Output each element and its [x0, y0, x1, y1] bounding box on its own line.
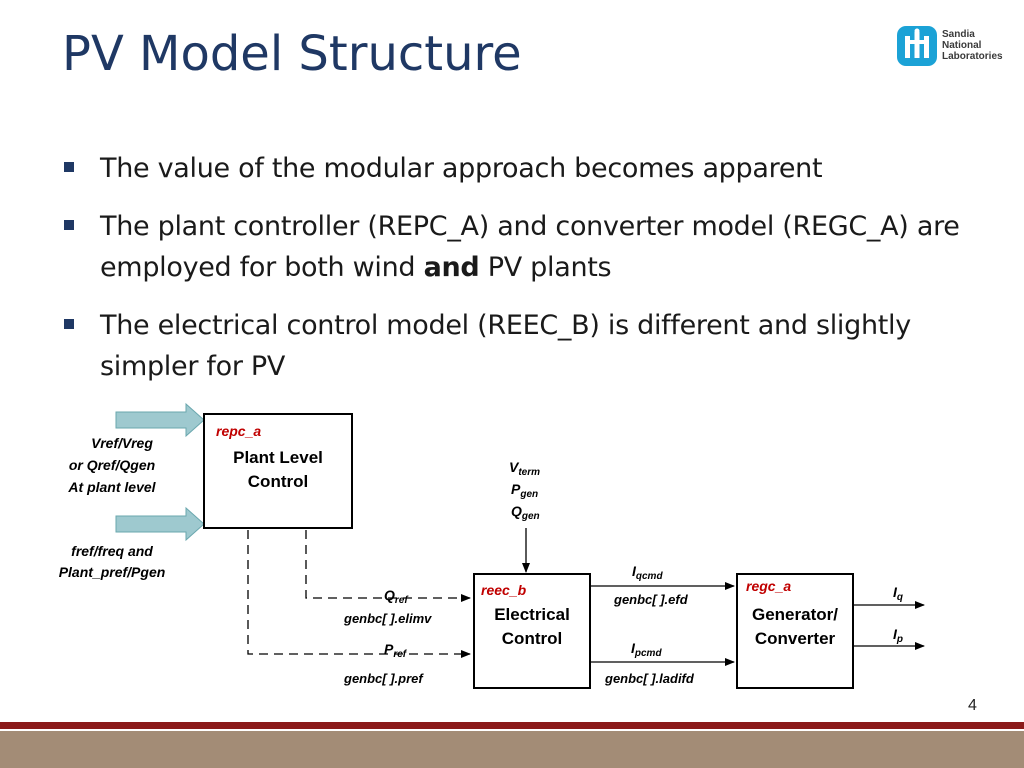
qref-dashed-line — [305, 530, 471, 602]
pref-label: Pref — [384, 641, 408, 660]
slide-title: PV Model Structure — [62, 26, 522, 82]
electrical-block-title-1: Electrical — [494, 605, 570, 624]
logo-line-3: Laboratories — [942, 51, 1003, 62]
plant-block — [203, 413, 353, 529]
input-arrow-1 — [115, 402, 205, 438]
model-structure-diagram: Vref/Vreg or Qref/Qgen At plant level fr… — [59, 402, 925, 689]
pref-dashed-line — [247, 530, 471, 658]
page-number: 4 — [968, 697, 977, 714]
ipcmd-label: Ipcmd — [631, 640, 662, 659]
bullet-item: The value of the modular approach become… — [64, 148, 964, 189]
footer-band — [0, 731, 1024, 768]
square-bullet-icon — [64, 220, 74, 230]
vterm-label: Vterm — [509, 459, 540, 478]
bullet-item: The plant controller (REPC_A) and conver… — [64, 206, 964, 288]
input1-line2: or Qref/Qgen — [69, 457, 155, 473]
footer-accent-line — [0, 722, 1024, 729]
iqcmd-label: Iqcmd — [632, 563, 663, 582]
electrical-block-title-2: Control — [502, 629, 562, 648]
generator-block-title-1: Generator/ — [752, 605, 838, 624]
ip-label: Ip — [893, 626, 903, 645]
square-bullet-icon — [64, 319, 74, 329]
qref-variable: genbc[ ].elimv — [343, 611, 432, 626]
pgen-label: Pgen — [511, 481, 538, 500]
iq-label: Iq — [893, 584, 903, 603]
square-bullet-icon — [64, 162, 74, 172]
bullet-item: The electrical control model (REEC_B) is… — [64, 305, 964, 387]
logo-wordmark: Sandia National Laboratories — [942, 29, 1003, 62]
input2-line2: Plant_pref/Pgen — [59, 564, 166, 580]
input2-line1: fref/freq and — [71, 543, 153, 559]
generator-block-title-2: Converter — [755, 629, 836, 648]
generator-block-tag: regc_a — [746, 578, 791, 594]
logo-line-2: National — [942, 40, 982, 51]
sandia-thunderbird-icon — [897, 26, 937, 66]
qref-label: Qref — [384, 587, 409, 606]
input1-line3: At plant level — [67, 479, 156, 495]
ipcmd-variable: genbc[ ].ladifd — [604, 671, 695, 686]
pref-variable: genbc[ ].pref — [343, 671, 424, 686]
bullet-list: The value of the modular approach become… — [64, 148, 964, 404]
plant-block-title-1: Plant Level — [233, 448, 323, 467]
iqcmd-variable: genbc[ ].efd — [613, 592, 689, 607]
logo-line-1: Sandia — [942, 29, 975, 40]
generator-block — [736, 573, 854, 689]
electrical-block-tag: reec_b — [481, 582, 527, 598]
input1-line1: Vref/Vreg — [91, 435, 153, 451]
electrical-block — [473, 573, 591, 689]
plant-block-title-2: Control — [248, 472, 308, 491]
sandia-logo: Sandia National Laboratories — [897, 26, 1007, 72]
input-arrow-2 — [115, 506, 205, 542]
plant-block-tag: repc_a — [216, 423, 261, 439]
qgen-label: Qgen — [511, 503, 540, 522]
